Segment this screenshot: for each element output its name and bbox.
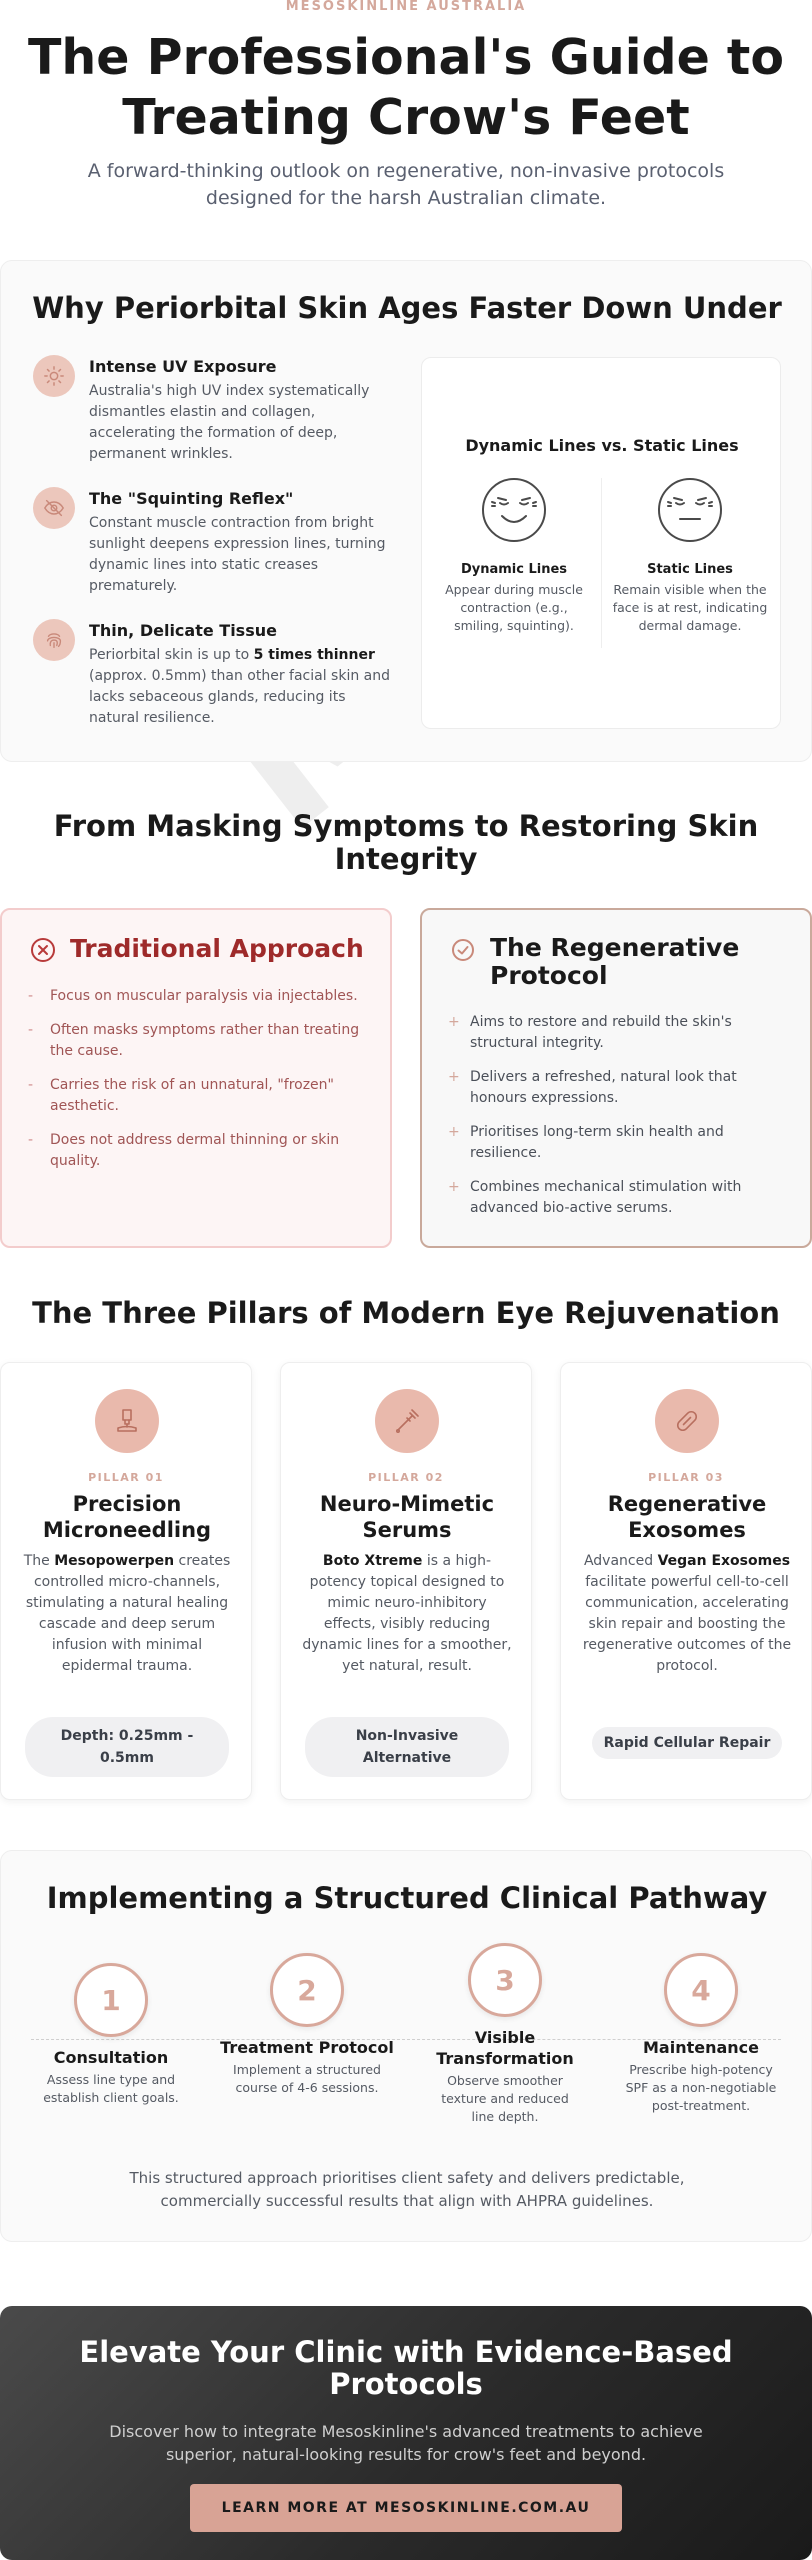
factor-body: Australia's high UV index systematically… (89, 383, 370, 462)
pathway-title: Implementing a Structured Clinical Pathw… (46, 1881, 768, 1915)
step-number: 2 (270, 1953, 344, 2027)
page-subtitle: A forward-thinking outlook on regenerati… (87, 160, 725, 209)
pillar-card-serums: PILLAR 02 Neuro-Mimetic Serums Boto Xtre… (280, 1362, 532, 1800)
lines-comparison-card: Dynamic Lines vs. Static Lines Dynamic L… (421, 357, 781, 729)
factor-title: The "Squinting Reflex" (89, 489, 294, 508)
microneedle-pen-icon (95, 1389, 159, 1453)
dynamic-lines-column: Dynamic Lines Appear during muscle contr… (434, 476, 594, 635)
step-title: Visible Transformation (436, 2028, 574, 2068)
check-circle-icon (452, 939, 474, 961)
pathway-timeline (31, 2039, 781, 2040)
pillar-body: Boto Xtreme is a high-potency topical de… (302, 1553, 512, 1674)
step-text: Assess line type and establish client go… (43, 2072, 179, 2105)
traditional-title: Traditional Approach (70, 934, 364, 963)
periorbital-title: Why Periorbital Skin Ages Faster Down Un… (32, 291, 782, 325)
pillar-number: PILLAR 02 (368, 1471, 444, 1484)
smiling-face-icon (482, 478, 546, 542)
pillar-body: Advanced Vegan Exosomes facilitate power… (582, 1553, 792, 1674)
comparison-title: From Masking Symptoms to Restoring Skin … (53, 809, 759, 876)
traditional-list: -Focus on muscular paralysis via injecta… (28, 986, 368, 1185)
regenerative-list: +Aims to restore and rebuild the skin's … (448, 1012, 788, 1232)
list-item: +Prioritises long-term skin health and r… (448, 1124, 724, 1161)
list-item: -Focus on muscular paralysis via injecta… (28, 988, 358, 1004)
pillar-title: Precision Microneedling (42, 1492, 212, 1542)
factor-title: Intense UV Exposure (89, 357, 277, 376)
step-maintenance: 4 Maintenance Prescribe high-potency SPF… (611, 1953, 791, 2115)
neutral-face-icon (658, 478, 722, 542)
brand-eyebrow: MESOSKINLINE AUSTRALIA (285, 0, 527, 14)
capsule-icon (655, 1389, 719, 1453)
traditional-header: Traditional Approach (30, 934, 364, 964)
factor-body: Constant muscle contraction from bright … (89, 515, 386, 594)
divider (601, 478, 602, 648)
regenerative-title: The Regenerative Protocol (490, 933, 740, 990)
regenerative-protocol-card: The Regenerative Protocol +Aims to resto… (420, 908, 812, 1248)
step-title: Consultation (53, 2048, 169, 2067)
static-lines-label: Static Lines (647, 562, 733, 577)
pillar-badge: Depth: 0.25mm - 0.5mm (25, 1717, 229, 1777)
list-item: +Aims to restore and rebuild the skin's … (448, 1014, 732, 1051)
list-item: -Often masks symptoms rather than treati… (28, 1022, 360, 1059)
pillar-title: Neuro-Mimetic Serums (319, 1492, 495, 1542)
cta-subtitle: Discover how to integrate Mesoskinline's… (109, 2422, 703, 2464)
traditional-approach-card: Traditional Approach -Focus on muscular … (0, 908, 392, 1248)
page-title: The Professional's Guide to Treating Cro… (27, 29, 784, 146)
pillar-title: Regenerative Exosomes (607, 1492, 767, 1542)
x-circle-icon (31, 938, 55, 962)
step-text: Prescribe high-potency SPF as a non-nego… (625, 2062, 777, 2113)
pillar-badge: Non-Invasive Alternative (305, 1717, 509, 1777)
pillar-number: PILLAR 03 (648, 1471, 724, 1484)
list-item: -Does not address dermal thinning or ski… (28, 1132, 340, 1169)
cta-banner: Elevate Your Clinic with Evidence-Based … (0, 2306, 812, 2560)
step-number: 4 (664, 1953, 738, 2027)
list-item: +Delivers a refreshed, natural look that… (448, 1069, 737, 1106)
static-lines-column: Static Lines Remain visible when the fac… (610, 476, 770, 635)
sun-icon (33, 355, 75, 397)
lines-card-title: Dynamic Lines vs. Static Lines (465, 436, 739, 455)
dynamic-lines-text: Appear during muscle contraction (e.g., … (445, 582, 583, 633)
pathway-section: Implementing a Structured Clinical Pathw… (0, 1850, 812, 2242)
static-lines-text: Remain visible when the face is at rest,… (612, 582, 768, 633)
pathway-footnote: This structured approach prioritises cli… (129, 2169, 685, 2210)
step-title: Maintenance (642, 2038, 759, 2057)
fingerprint-icon (33, 619, 75, 661)
step-visible-transformation: 3 Visible Transformation Observe smoothe… (415, 1943, 595, 2126)
pillar-badge: Rapid Cellular Repair (592, 1727, 782, 1759)
pillar-number: PILLAR 01 (88, 1471, 164, 1484)
thinner-highlight: 5 times thinner (253, 647, 375, 663)
list-item: -Carries the risk of an unnatural, "froz… (28, 1077, 334, 1114)
factor-body: Periorbital skin is up to 5 times thinne… (89, 647, 391, 726)
pillars-title: The Three Pillars of Modern Eye Rejuvena… (32, 1296, 780, 1330)
dynamic-lines-label: Dynamic Lines (460, 562, 568, 577)
step-number: 1 (74, 1963, 148, 2037)
eye-slash-icon (33, 487, 75, 529)
step-title: Treatment Protocol (220, 2038, 394, 2057)
step-text: Observe smoother texture and reduced lin… (441, 2073, 569, 2124)
step-text: Implement a structured course of 4-6 ses… (233, 2062, 381, 2095)
step-number: 3 (468, 1943, 542, 2017)
factor-title: Thin, Delicate Tissue (89, 621, 277, 640)
pillar-card-microneedling: PILLAR 01 Precision Microneedling The Me… (0, 1362, 252, 1800)
regenerative-header: The Regenerative Protocol (450, 934, 790, 990)
step-consultation: 1 Consultation Assess line type and esta… (21, 1963, 201, 2107)
cta-title: Elevate Your Clinic with Evidence-Based … (79, 2335, 733, 2401)
list-item: +Combines mechanical stimulation with ad… (448, 1179, 742, 1216)
pillar-card-exosomes: PILLAR 03 Regenerative Exosomes Advanced… (560, 1362, 812, 1800)
periorbital-section: Why Periorbital Skin Ages Faster Down Un… (0, 260, 812, 762)
pillar-body: The Mesopowerpen creates controlled micr… (23, 1553, 231, 1674)
learn-more-button[interactable]: LEARN MORE AT MESOSKINLINE.COM.AU (190, 2484, 622, 2532)
dropper-icon (375, 1389, 439, 1453)
step-treatment-protocol: 2 Treatment Protocol Implement a structu… (217, 1953, 397, 2097)
